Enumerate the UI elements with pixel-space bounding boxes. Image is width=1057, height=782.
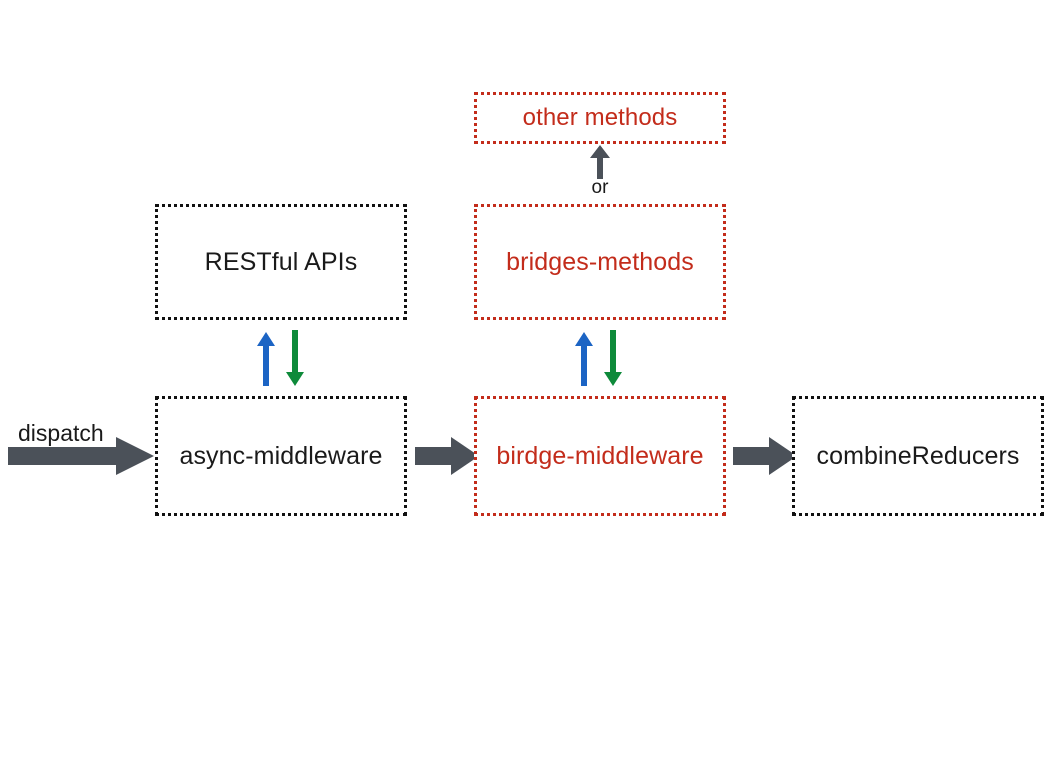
arrow-up-blue-icon <box>257 332 275 386</box>
edge-async-to-bridge-arrow-icon <box>415 437 479 475</box>
edge-or-label: or <box>591 177 609 198</box>
node-other-methods-label: other methods <box>522 104 678 132</box>
edge-or-arrow-icon <box>588 145 612 179</box>
node-async-middleware-label: async-middleware <box>179 441 383 470</box>
edge-pair-bridge-methods <box>573 330 633 392</box>
node-bridges-methods-label: bridges-methods <box>506 247 694 276</box>
arrow-down-green-icon <box>604 330 622 386</box>
edge-dispatch-label: dispatch <box>18 420 104 446</box>
node-async-middleware[interactable]: async-middleware <box>155 396 407 516</box>
node-combine-reducers[interactable]: combineReducers <box>792 396 1044 516</box>
node-bridges-methods[interactable]: bridges-methods <box>474 204 726 320</box>
node-restful-apis-label: RESTful APIs <box>204 247 358 276</box>
node-other-methods[interactable]: other methods <box>474 92 726 144</box>
node-bridge-middleware[interactable]: birdge-middleware <box>474 396 726 516</box>
edge-pair-async-restful <box>255 330 315 392</box>
edge-bridge-to-combine-arrow-icon <box>733 437 797 475</box>
arrow-down-green-icon <box>286 330 304 386</box>
node-bridge-middleware-label: birdge-middleware <box>496 441 704 470</box>
node-combine-reducers-label: combineReducers <box>816 441 1020 470</box>
edge-dispatch-arrow-icon <box>8 437 154 475</box>
arrow-up-blue-icon <box>575 332 593 386</box>
node-restful-apis[interactable]: RESTful APIs <box>155 204 407 320</box>
